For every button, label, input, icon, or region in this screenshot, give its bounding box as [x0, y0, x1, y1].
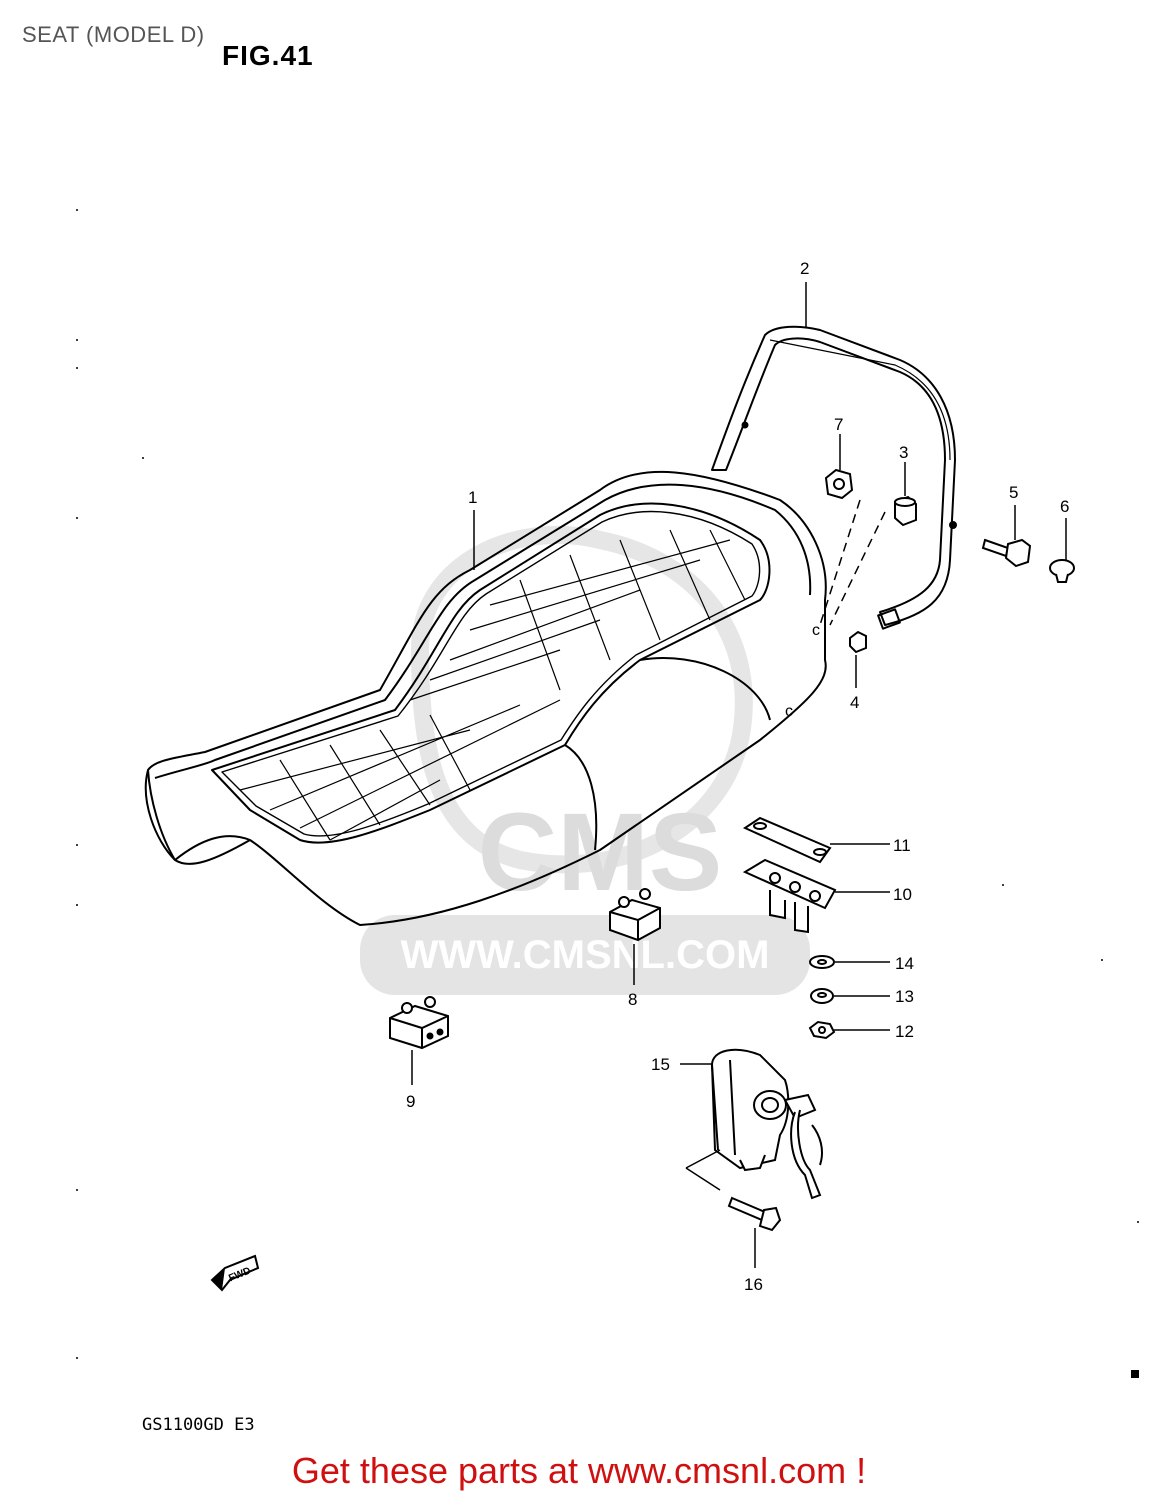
callout-12: 12: [895, 1022, 914, 1041]
callout-numbers: 1 2 3 4 5 6 7 8 9 10 11 12 13 14 15 16: [406, 259, 1069, 1294]
lock-leader-lines: [685, 1149, 721, 1191]
callout-11: 11: [893, 836, 911, 855]
watermark-logo: [360, 525, 810, 995]
fwd-arrow-icon: FWD: [210, 1254, 260, 1292]
bracket-10-drawing: [742, 858, 837, 934]
damper-9-drawing: [389, 996, 449, 1050]
callout-3: 3: [899, 443, 908, 462]
plate-11-drawing: [742, 816, 832, 864]
washer-14-drawing: [809, 955, 835, 969]
callout-8: 8: [628, 990, 637, 1009]
nut-7-drawing: [824, 468, 854, 500]
watermark-logo-text: CMS: [478, 791, 722, 914]
watermark-url: WWW.CMSNL.COM: [401, 933, 770, 977]
nut-12-drawing: [808, 1020, 836, 1040]
cta-link[interactable]: Get these parts at www.cmsnl.com !: [291, 1450, 867, 1491]
callout-7: 7: [834, 415, 843, 434]
dashed-leaders: [819, 499, 886, 626]
callout-9: 9: [406, 1092, 415, 1111]
screw-16-drawing: [727, 1196, 782, 1232]
cushion-4-drawing: [849, 630, 867, 654]
callout-14: 14: [895, 954, 914, 973]
callout-4: 4: [850, 693, 859, 712]
callout-10: 10: [893, 885, 912, 904]
seat-lock-15-drawing: [710, 1048, 823, 1200]
seat-drawing: c c: [144, 470, 827, 926]
page-title: SEAT (MODEL D): [22, 22, 205, 47]
grab-rail-drawing: [711, 325, 957, 630]
callout-6: 6: [1060, 497, 1069, 516]
callout-16: 16: [744, 1275, 763, 1294]
callout-13: 13: [895, 987, 914, 1006]
scan-dots: [76, 209, 1139, 1378]
callout-leaders: [411, 282, 1067, 1268]
model-code: GS1100GD E3: [142, 1415, 255, 1435]
callout-5: 5: [1009, 483, 1018, 502]
svg-text:c: c: [785, 703, 793, 720]
damper-8-drawing: [609, 888, 661, 942]
figure-label: FIG.41: [222, 40, 314, 71]
lockwasher-13-drawing: [810, 988, 834, 1004]
bolt-5-drawing: [981, 538, 1032, 568]
cap-6-drawing: [1049, 559, 1075, 583]
svg-text:c: c: [812, 622, 820, 639]
spacer-3-drawing: [894, 495, 917, 527]
callout-2: 2: [800, 259, 809, 278]
callout-1: 1: [468, 488, 477, 507]
callout-15: 15: [651, 1055, 670, 1074]
